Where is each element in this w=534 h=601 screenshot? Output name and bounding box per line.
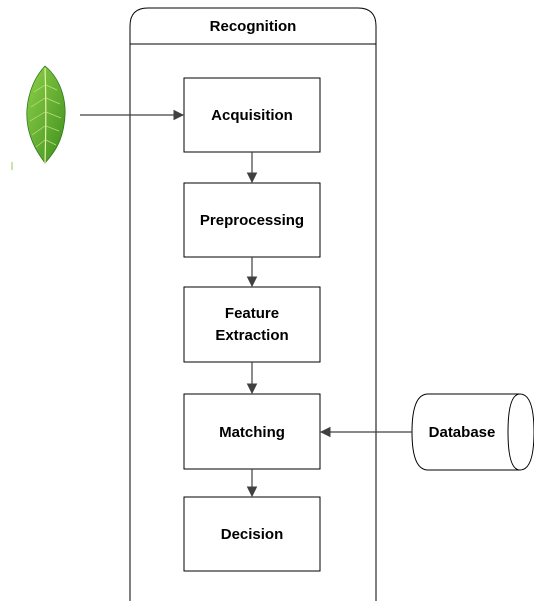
step-box-matching: Matching: [183, 393, 321, 470]
step-label-preprocessing: Preprocessing: [200, 212, 304, 229]
step-label-matching: Matching: [219, 424, 285, 441]
step-label-decision: Decision: [221, 526, 284, 543]
step-label-extraction: Extraction: [215, 327, 288, 344]
step-box-feature-extraction: Feature Extraction: [183, 286, 321, 363]
database-label: Database: [429, 424, 496, 441]
step-box-decision: Decision: [183, 496, 321, 572]
step-label-acquisition: Acquisition: [211, 107, 293, 124]
database-cylinder: Database: [411, 393, 534, 471]
step-box-preprocessing: Preprocessing: [183, 182, 321, 258]
step-box-acquisition: Acquisition: [183, 77, 321, 153]
leaf-icon: [11, 65, 66, 170]
recognition-title: Recognition: [210, 18, 297, 35]
step-label-feature: Feature: [225, 305, 279, 322]
recognition-container: [129, 7, 377, 601]
